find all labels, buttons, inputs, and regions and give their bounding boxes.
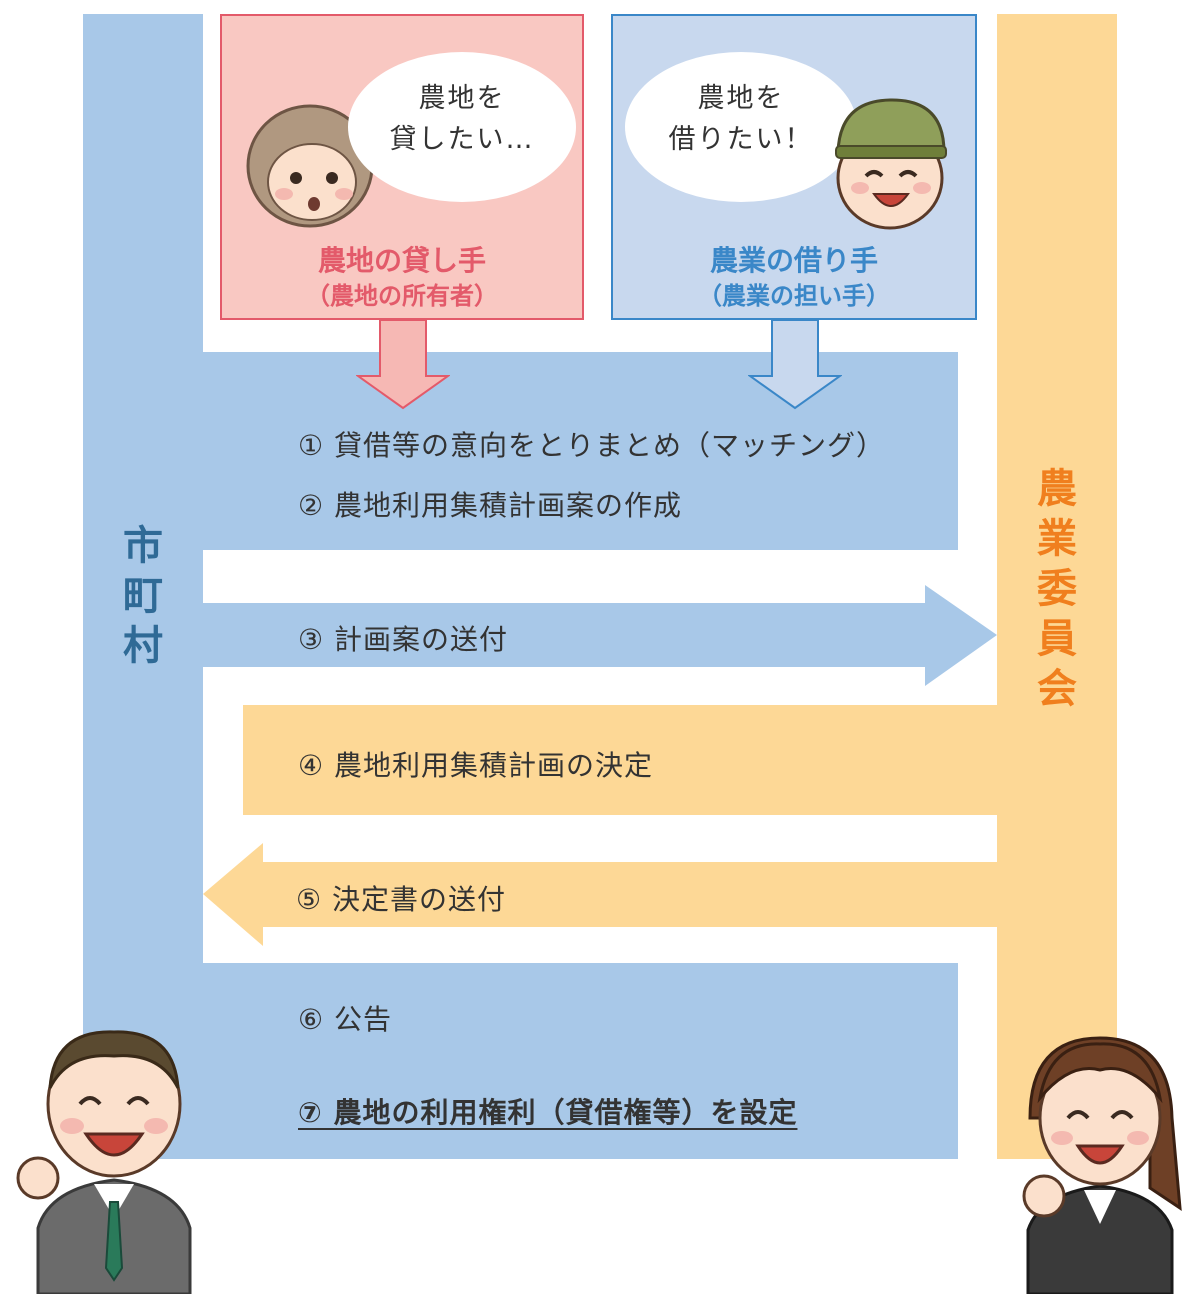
- lender-down-arrow-icon: [356, 320, 450, 410]
- lender-bubble-line2: 貸したい…: [389, 124, 535, 155]
- lender-subtitle: （農地の所有者）: [306, 282, 498, 310]
- committee-label: 農 業 委 員 会: [1027, 464, 1087, 714]
- step-1-text: ① 貸借等の意向をとりまとめ（マッチング）: [298, 429, 886, 462]
- borrower-title: 農業の借り手: [709, 244, 878, 277]
- borrower-down-arrow-icon: [748, 320, 842, 410]
- step-4-text: ④ 農地利用集積計画の決定: [298, 749, 654, 782]
- arrow-step3-icon: [203, 585, 997, 686]
- municipality-column: [83, 14, 203, 1159]
- elderly-woman-avatar-icon: [246, 104, 374, 228]
- step-panel-6-7: [203, 963, 958, 1159]
- step-panel-1-2: [203, 352, 958, 550]
- municipality-official-avatar-icon: [16, 1030, 192, 1294]
- committee-member-avatar-icon: [1022, 1036, 1182, 1294]
- step-3-text: ③ 計画案の送付: [298, 623, 509, 656]
- step-panel-4: [243, 705, 997, 815]
- committee-char-3: 委: [1037, 566, 1077, 612]
- lender-title: 農地の貸し手: [317, 244, 486, 277]
- committee-char-4: 員: [1037, 616, 1077, 662]
- lender-bubble-line1: 農地を: [418, 83, 506, 114]
- step-7-text: ⑦ 農地の利用権利（貸借権等）を設定: [298, 1096, 798, 1129]
- lender-speech-bubble: 農地を 貸したい…: [348, 52, 576, 202]
- municipality-char-1: 市: [123, 523, 163, 569]
- step-5-text: ⑤ 決定書の送付: [296, 883, 507, 916]
- committee-column: [997, 14, 1117, 1159]
- committee-char-2: 業: [1037, 516, 1077, 562]
- committee-char-1: 農: [1037, 466, 1077, 512]
- young-farmer-avatar-icon: [835, 98, 947, 230]
- step-6-text: ⑥ 公告: [298, 1003, 393, 1036]
- step-2-text: ② 農地利用集積計画案の作成: [298, 489, 683, 522]
- municipality-char-2: 町: [123, 573, 163, 619]
- arrow-step5-icon: [203, 843, 997, 946]
- municipality-label: 市 町 村: [113, 521, 173, 671]
- borrower-bubble-line1: 農地を: [697, 83, 785, 114]
- borrower-speech-bubble: 農地を 借りたい！: [625, 52, 857, 202]
- borrower-subtitle: （農業の担い手）: [698, 282, 890, 310]
- committee-char-5: 会: [1037, 666, 1077, 712]
- borrower-bubble-line2: 借りたい！: [668, 124, 814, 155]
- municipality-char-3: 村: [123, 623, 163, 669]
